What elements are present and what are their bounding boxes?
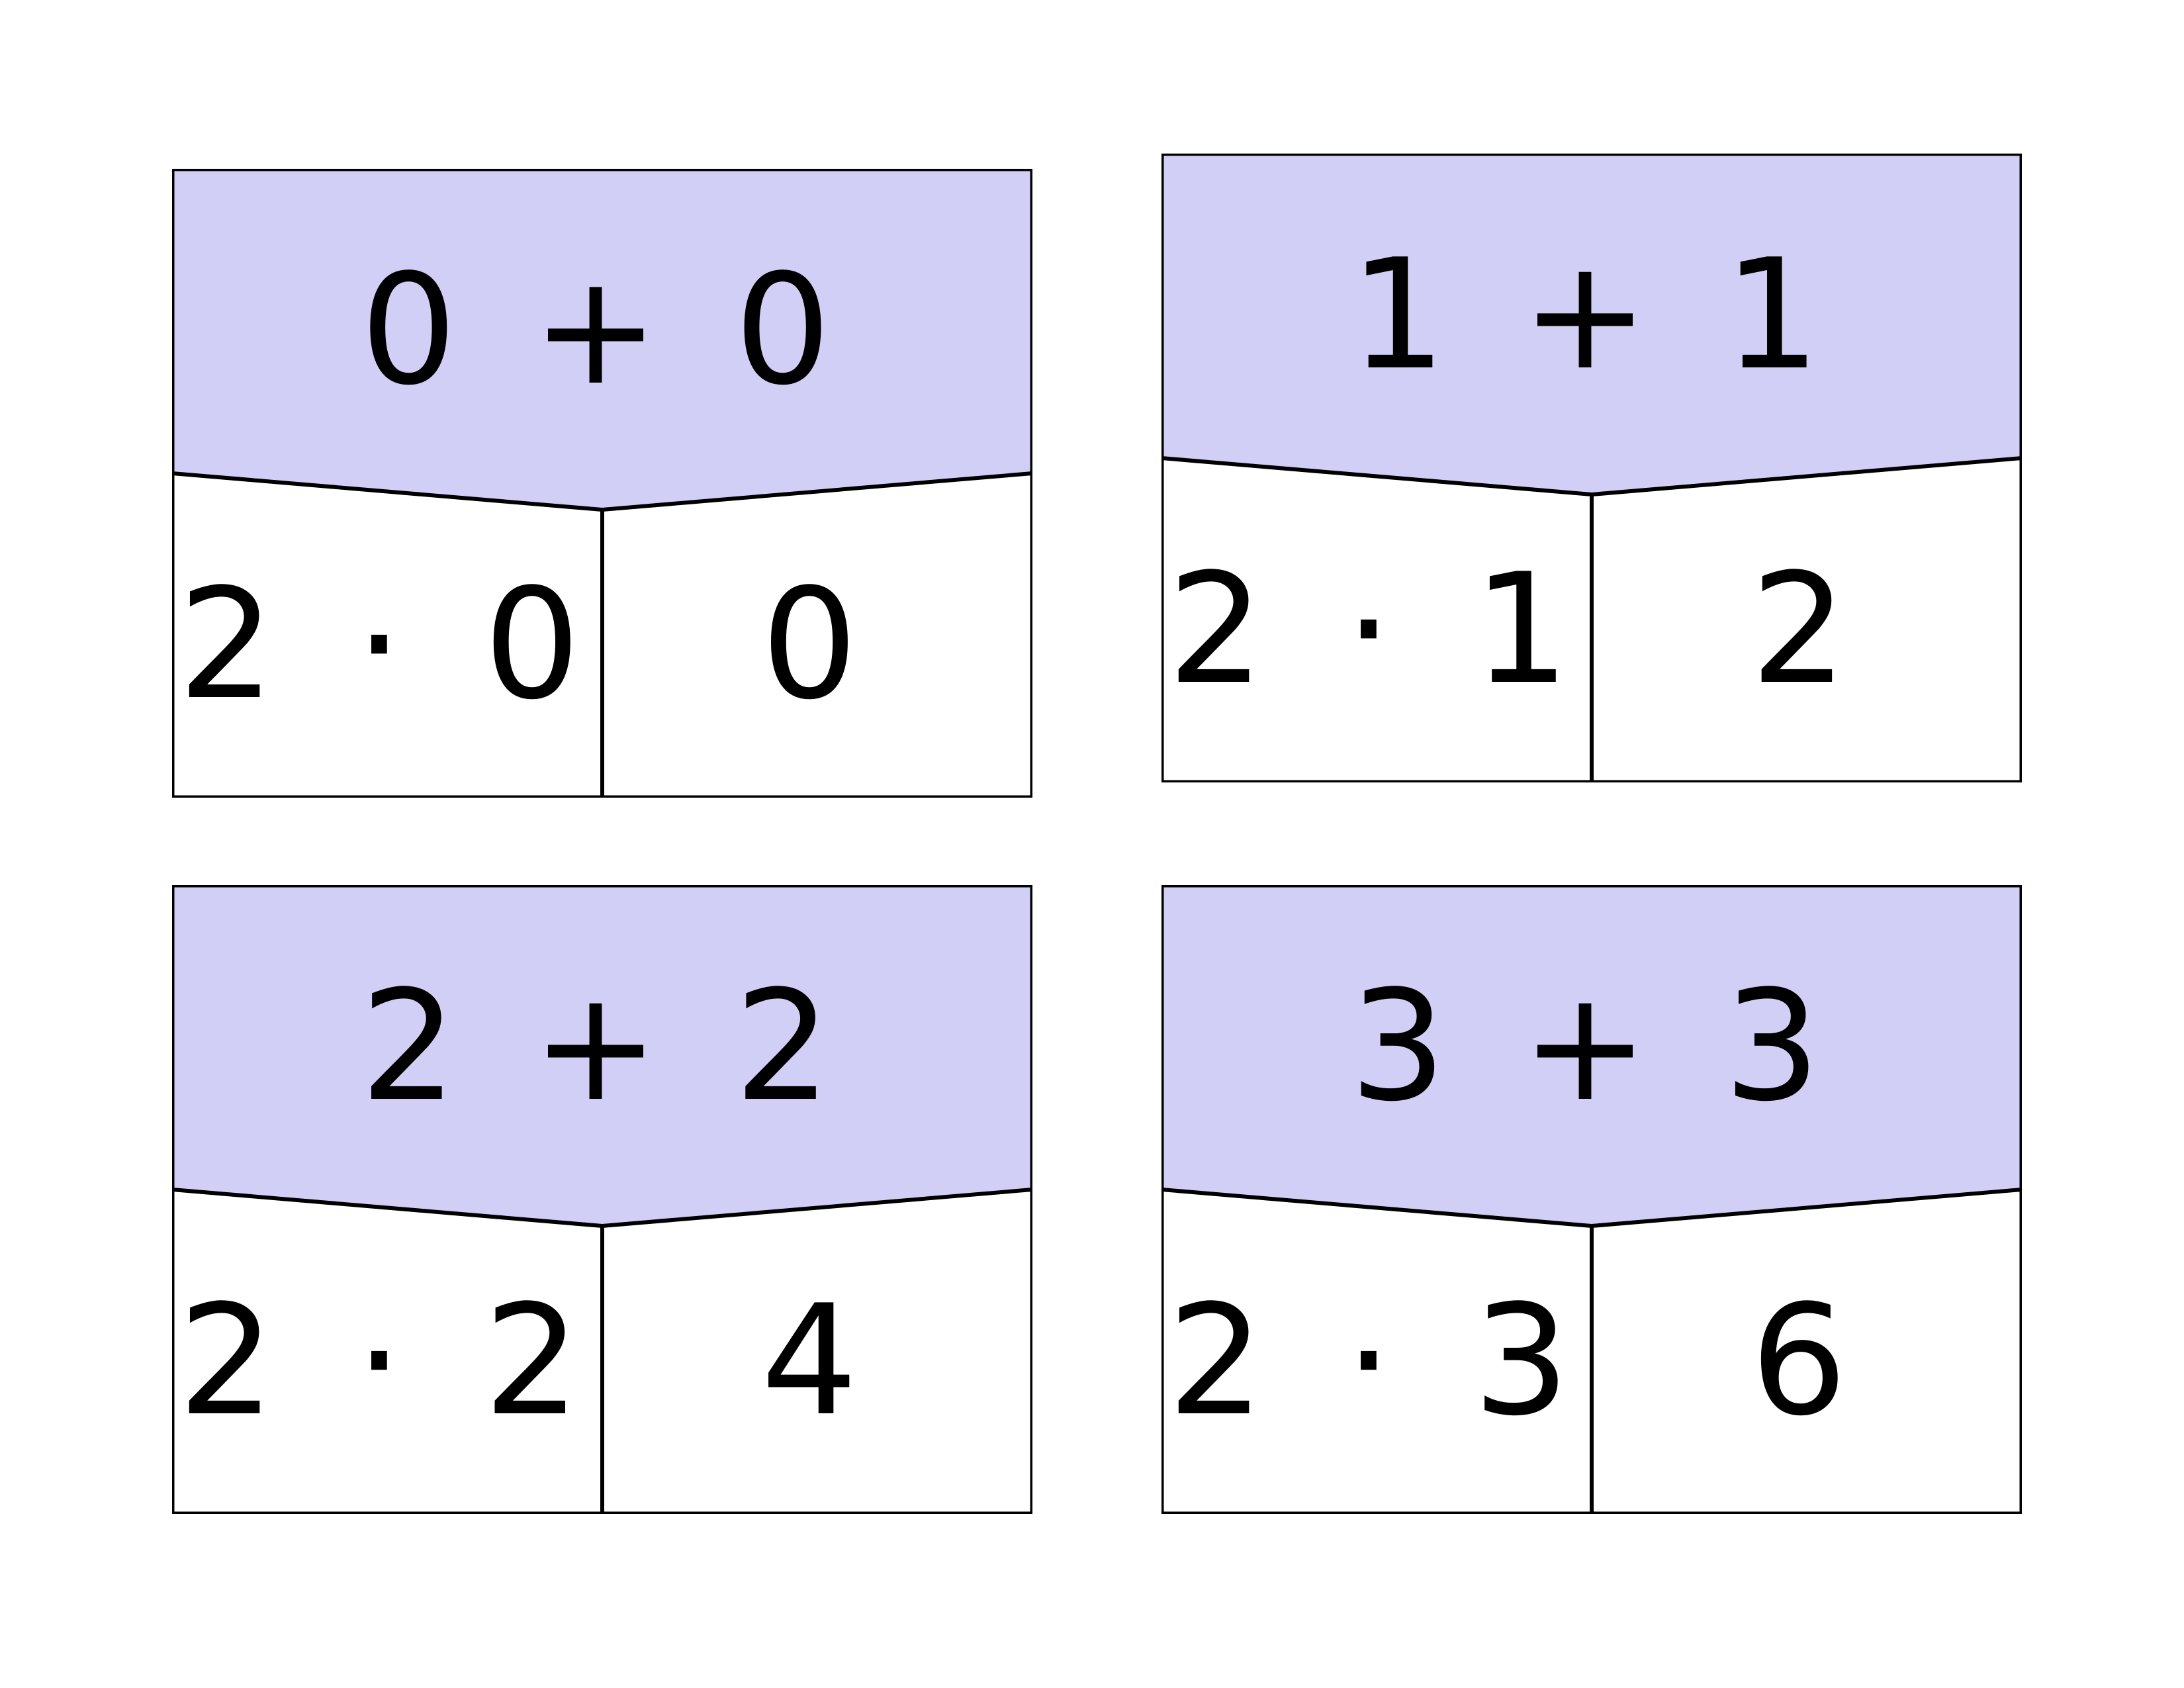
card-frame — [1161, 154, 2022, 782]
card-product-expression: 2 · 3 — [1167, 1273, 1586, 1450]
card-double-3: 3 + 3 2 · 3 6 — [1161, 885, 2022, 1514]
card-double-2: 2 + 2 2 · 2 4 — [172, 885, 1032, 1514]
card-double-1: 1 + 1 2 · 1 2 — [1161, 154, 2022, 782]
card-result: 6 — [1750, 1273, 1864, 1450]
card-sum-expression: 3 + 3 — [1349, 959, 1834, 1135]
card-product-expression: 2 · 0 — [178, 557, 596, 733]
card-sum-expression: 0 + 0 — [360, 242, 844, 419]
card-frame — [1161, 885, 2022, 1514]
card-header-panel — [1161, 154, 2022, 494]
card-sum-expression: 2 + 2 — [360, 959, 844, 1135]
card-header-panel — [1161, 885, 2022, 1226]
card-header-panel — [172, 885, 1032, 1226]
card-header-panel — [172, 169, 1032, 510]
card-result: 4 — [760, 1273, 874, 1450]
card-frame — [172, 169, 1032, 798]
card-product-expression: 2 · 1 — [1167, 541, 1586, 718]
card-result: 2 — [1750, 541, 1864, 718]
card-sum-expression: 1 + 1 — [1349, 227, 1834, 404]
card-frame — [172, 885, 1032, 1514]
card-result: 0 — [760, 557, 874, 733]
card-double-0: 0 + 0 2 · 0 0 — [172, 169, 1032, 798]
card-product-expression: 2 · 2 — [178, 1273, 596, 1450]
